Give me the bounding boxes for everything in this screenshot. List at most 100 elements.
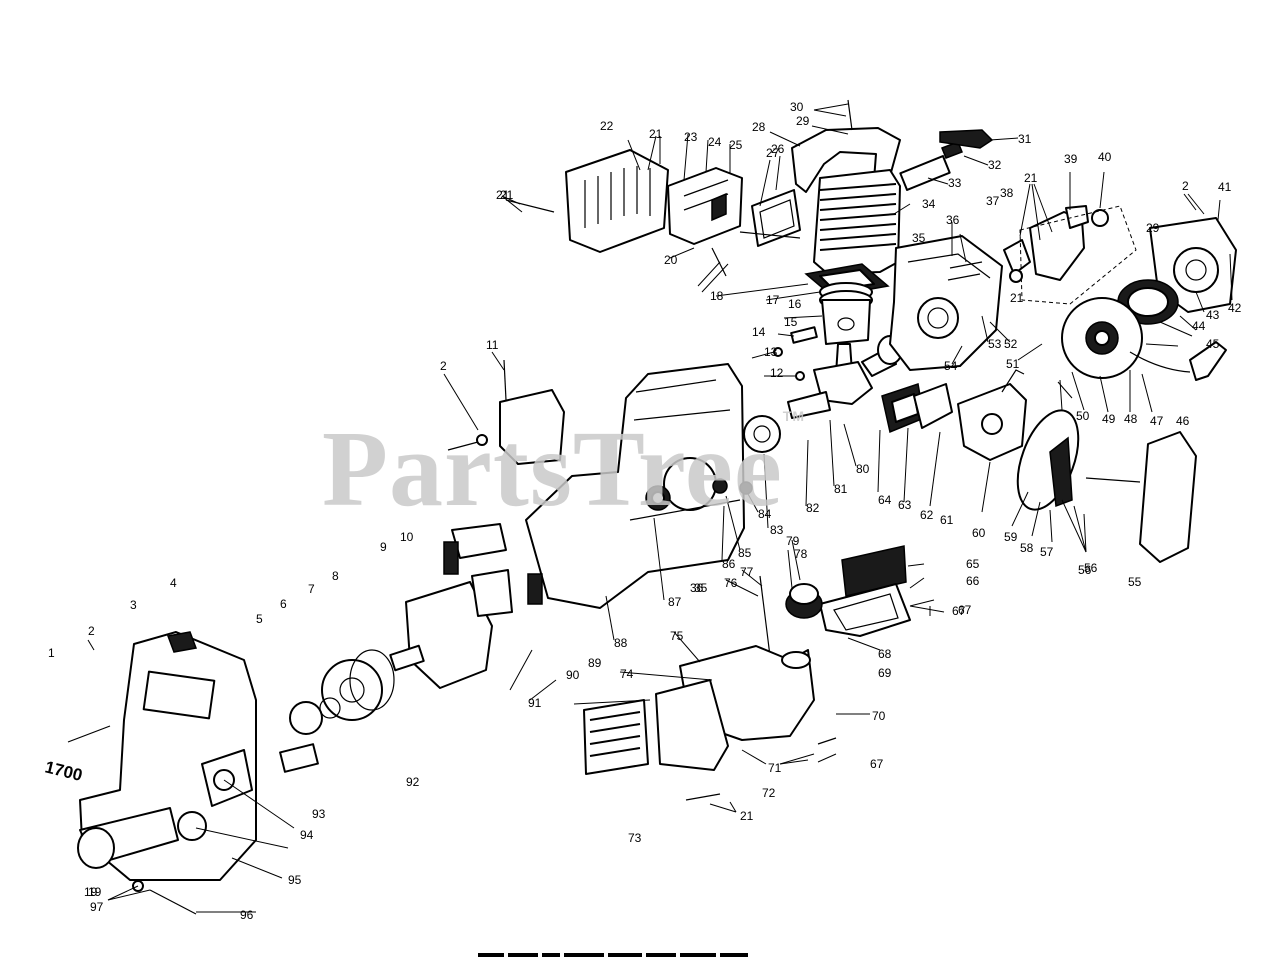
leader-line-59 [725,579,759,597]
leader-line-18 [1229,253,1233,301]
callout-21-repeat: 21 [1010,291,1024,305]
callout-82: 82 [806,501,820,515]
leader-line-4 [989,137,1019,141]
nut-40 [1091,209,1109,227]
leader-line-19 [1195,291,1205,313]
wrist-pin [790,326,818,344]
callout-93: 93 [312,807,326,821]
leader-line-53 [817,753,837,763]
callout-2-repeat: 2 [1182,179,1189,193]
handle-guard [583,699,649,775]
callout-81: 81 [834,482,848,496]
leader-line-66 [763,453,769,529]
callout-14: 14 [752,325,766,339]
crankcase-half [889,235,1003,371]
callout-39: 39 [1064,152,1078,166]
callout-53: 53 [988,337,1002,351]
housing-bolt [67,725,111,743]
callout-84: 84 [758,507,772,521]
callout-32: 32 [988,158,1002,172]
callout-28: 28 [752,120,766,134]
leader-line-37 [1031,501,1041,537]
muffler-shield [565,149,669,253]
callout-71: 71 [768,761,782,775]
callout-36-repeat: 36 [690,581,704,595]
callout-36: 36 [946,213,960,227]
leader-line-84 [777,333,795,337]
callout-70: 70 [872,709,886,723]
leader-line-65 [805,439,809,507]
callout-27: 27 [766,146,780,160]
leader-line-72 [509,649,533,691]
leader-line-71 [605,595,615,641]
leader-line-61 [787,549,793,589]
ignition-coil [447,359,565,465]
callout-89: 89 [588,656,602,670]
callout-77: 77 [740,565,754,579]
callout-96: 96 [240,908,254,922]
leader-line-12 [1033,183,1053,233]
callout-63: 63 [898,498,912,512]
leader-line-46 [909,599,935,607]
seal-94 [177,811,207,841]
callout-37: 37 [986,194,1000,208]
starter-pulley [1061,297,1143,379]
washer-5 [289,701,323,735]
callout-13: 13 [764,345,778,359]
callout-85: 85 [738,546,752,560]
leader-line-99 [501,195,521,205]
callout-83: 83 [770,523,784,537]
ignition-plate [1029,211,1085,281]
callout-11: 11 [486,338,499,352]
leader-line-9 [959,233,967,263]
clutch-plate [321,659,383,721]
muffler-bolt-26 [739,231,801,239]
leader-line-6 [927,177,949,185]
shield-bolts-21 [505,199,555,213]
leader-line-39 [981,461,991,513]
leader-line-78 [107,889,151,901]
bolts-18 [711,247,727,277]
fuel-tank [655,645,815,771]
callout-18: 18 [710,289,724,303]
callout-95: 95 [288,873,302,887]
callout-55: 55 [1128,575,1142,589]
callout-1: 1 [48,646,55,660]
callout-22: 22 [600,119,614,133]
leader-line-22 [1145,343,1179,347]
leader-line-67 [747,493,759,513]
air-filter-element [1049,436,1073,508]
bushing-83 [739,481,753,495]
leader-line-23 [1141,373,1153,413]
drive-housing [77,631,257,881]
callout-4: 4 [170,576,177,590]
callout-19-repeat: 19 [84,885,98,899]
leader-line-64 [829,419,835,487]
leader-line-50 [741,749,767,765]
leader-line-55 [729,801,737,813]
leader-line-89 [697,261,721,287]
crankcase-bolts-36 [947,261,983,281]
leader-line-86 [765,291,821,301]
leader-line-91 [683,133,689,181]
callout-2-repeat: 2 [440,359,447,373]
tank-bolt-21 [685,793,721,801]
shaft-stub [279,743,319,773]
leader-line-42 [877,429,881,493]
callout-43: 43 [1206,308,1220,322]
leader-line-2 [811,125,849,135]
leader-line-33 [1083,513,1087,553]
callout-25: 25 [729,138,743,152]
callout-29-repeat: 29 [1146,221,1160,235]
callout-72: 72 [762,786,776,800]
leader-line-62 [791,539,801,581]
leader-line-40 [929,431,941,507]
callout-38: 38 [1000,186,1014,200]
washer-6 [319,697,341,719]
callout-33: 33 [948,176,962,190]
bearing-housing [201,749,253,807]
leader-line-3 [769,131,801,147]
callout-9: 9 [380,540,387,554]
leader-line-5 [963,155,989,166]
